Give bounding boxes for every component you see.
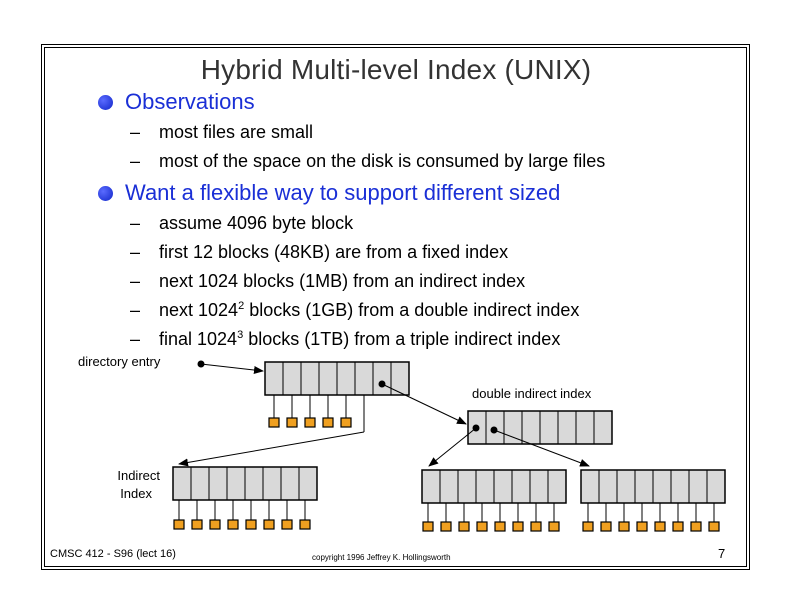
indirect-label-line1: Indirect [117, 468, 160, 483]
directory-entry-arrow [200, 363, 264, 374]
data-block [263, 519, 275, 530]
second-level-arrow-right [493, 429, 590, 467]
subitem: – next 1024 blocks (1MB) from an indirec… [130, 271, 526, 292]
subitem-text: most of the space on the disk is consume… [159, 151, 606, 171]
data-block [636, 521, 648, 532]
bullet-observations: Observations [98, 89, 255, 115]
subitem: – most of the space on the disk is consu… [130, 151, 606, 172]
directory-entry-label: directory entry [78, 354, 161, 369]
exponent: 3 [237, 329, 244, 341]
subitem-text: most files are small [159, 122, 314, 142]
slide-outer-frame [41, 44, 750, 570]
bullet-flexible-way: Want a flexible way to support different… [98, 180, 561, 206]
subitem: – next 10242 blocks (1GB) from a double … [130, 300, 580, 321]
data-block [227, 519, 239, 530]
data-block [476, 521, 488, 532]
subitem-text: assume 4096 byte block [159, 213, 354, 233]
data-block [286, 417, 298, 428]
subitem: – most files are small [130, 122, 314, 143]
dash: – [130, 151, 141, 171]
footer-course: CMSC 412 - S96 (lect 16) [50, 548, 176, 560]
subitem: – first 12 blocks (48KB) are from a fixe… [130, 242, 509, 263]
data-block [209, 519, 221, 530]
bullet-dot-icon [98, 95, 113, 110]
bullet-text: Want a flexible way to support different… [125, 180, 561, 205]
dash: – [130, 271, 141, 291]
subitem-text: next 1024 blocks (1MB) from an indirect … [159, 271, 526, 291]
data-block [422, 521, 434, 532]
data-block [268, 417, 280, 428]
subitem: – assume 4096 byte block [130, 213, 354, 234]
data-block [654, 521, 666, 532]
data-block [245, 519, 257, 530]
data-block [690, 521, 702, 532]
data-block [322, 417, 334, 428]
dash: – [130, 213, 141, 233]
subitem-text: blocks (1GB) from a double indirect inde… [244, 300, 580, 320]
data-block [304, 417, 316, 428]
subitem-text: blocks (1TB) from a triple indirect inde… [243, 329, 561, 349]
exponent: 2 [238, 300, 245, 312]
data-block [340, 417, 352, 428]
data-block [672, 521, 684, 532]
data-block [191, 519, 203, 530]
double-indirect-label: double indirect index [472, 386, 592, 401]
bullet-text: Observations [125, 89, 255, 114]
data-block [600, 521, 612, 532]
data-block [708, 521, 720, 532]
data-block [512, 521, 524, 532]
data-block [299, 519, 311, 530]
data-block [458, 521, 470, 532]
subitem-text: next 1024 [159, 300, 239, 320]
footer-copyright: copyright 1996 Jeffrey K. Hollingsworth [312, 553, 451, 562]
data-block [173, 519, 185, 530]
data-block [530, 521, 542, 532]
footer-page-number: 7 [718, 546, 726, 561]
double-indirect-pointer-arrow [381, 383, 467, 425]
dash: – [130, 242, 141, 262]
dash: – [130, 329, 141, 349]
data-block [440, 521, 452, 532]
subitem-text: first 12 blocks (48KB) are from a fixed … [159, 242, 509, 262]
second-level-arrow-left [428, 427, 477, 467]
data-block [494, 521, 506, 532]
dash: – [130, 300, 141, 320]
indirect-label-line2: Index [120, 486, 152, 501]
slide-inner-frame [44, 47, 747, 567]
indirect-pointer-arrow [178, 431, 365, 467]
data-block [281, 519, 293, 530]
data-block [618, 521, 630, 532]
bullet-dot-icon [98, 186, 113, 201]
dash: – [130, 122, 141, 142]
slide-title: Hybrid Multi-level Index (UNIX) [200, 54, 592, 85]
subitem-text: final 1024 [159, 329, 238, 349]
subitem: – final 10243 blocks (1TB) from a triple… [130, 329, 561, 350]
data-block [548, 521, 560, 532]
data-block [582, 521, 594, 532]
